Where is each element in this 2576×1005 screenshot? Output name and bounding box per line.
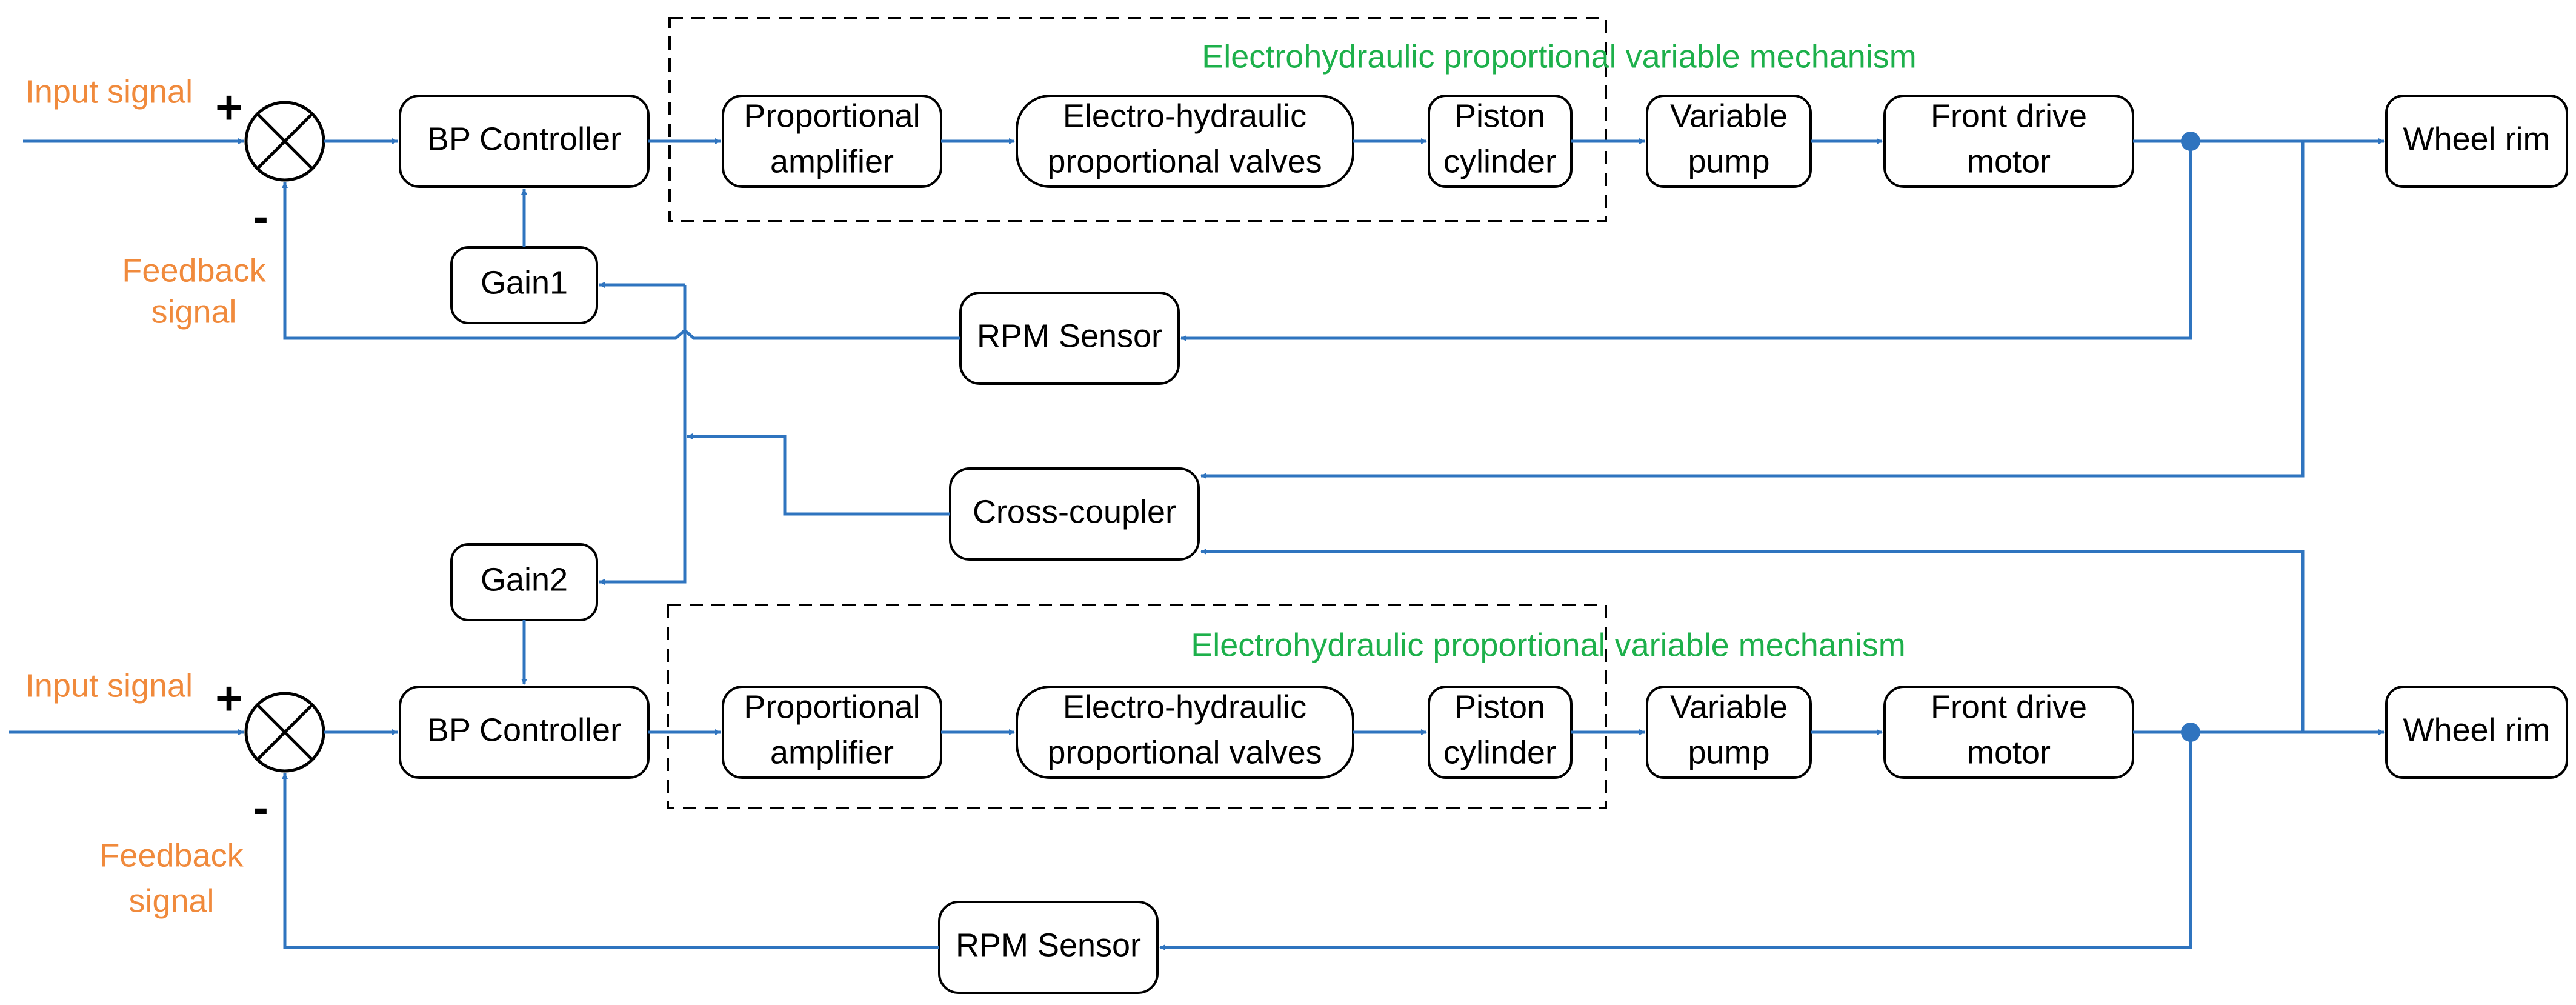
upper-feedback-label-line1: Feedback [122, 252, 266, 289]
lower-piston-cylinder-block: Piston cylinder [1428, 686, 1573, 779]
lower-valve-label-line2: proportional valves [1047, 734, 1322, 770]
upper-valves-block: Electro-hydraulic proportional valves [1016, 95, 1354, 188]
gain2-block: Gain2 [450, 543, 598, 621]
lower-motor-label-line2: motor [1967, 734, 2051, 770]
upper-loop: Electrohydraulic proportional variable m… [25, 17, 2568, 385]
lower-output-to-coupler-arrow [1200, 549, 2305, 732]
upper-wheel-rim-label: Wheel rim [2403, 121, 2550, 157]
upper-rpm-sensor-block: RPM Sensor [959, 292, 1180, 385]
upper-summing-junction [244, 101, 325, 182]
lower-proportional-amplifier-block: Proportional amplifier [722, 686, 942, 779]
upper-valve-label-line1: Electro-hydraulic [1063, 98, 1306, 134]
upper-amp-label-line2: amplifier [770, 143, 894, 179]
upper-pump-label-line2: pump [1688, 143, 1769, 179]
lower-valve-label-line1: Electro-hydraulic [1063, 689, 1306, 725]
coupler-output-arrow [687, 433, 950, 516]
upper-pump-label-line1: Variable [1670, 98, 1788, 134]
cross-coupler-label: Cross-coupler [973, 493, 1176, 530]
gain2-label: Gain2 [481, 561, 568, 598]
upper-piston-label-line2: cylinder [1443, 143, 1556, 179]
lower-input-label: Input signal [25, 667, 193, 704]
upper-feedback-label-line2: signal [151, 293, 236, 330]
lower-feedback-to-sensor-arrow [1159, 732, 2192, 950]
lower-amp-label-line2: amplifier [770, 734, 894, 770]
lower-wheel-rim-label: Wheel rim [2403, 712, 2550, 748]
lower-mechanism-frame [667, 604, 1607, 809]
lower-bp-controller-label: BP Controller [427, 712, 621, 748]
upper-piston-cylinder-block: Piston cylinder [1428, 95, 1573, 188]
lower-front-drive-motor-block: Front drive motor [1883, 686, 2134, 779]
lower-summing-junction [244, 692, 325, 773]
lower-motor-label-line1: Front drive [1931, 689, 2087, 725]
upper-plus-sign: + [215, 81, 243, 134]
lower-piston-label-line1: Piston [1454, 689, 1545, 725]
cross-coupler-block: Cross-coupler [949, 467, 1200, 561]
upper-minus-sign: - [253, 190, 268, 243]
connection-wires [9, 132, 2385, 950]
upper-mechanism-title: Electrohydraulic proportional variable m… [1202, 38, 1917, 75]
upper-sensor-to-sum-arrow [282, 182, 960, 340]
lower-valves-block: Electro-hydraulic proportional valves [1016, 686, 1354, 779]
lower-piston-label-line2: cylinder [1443, 734, 1556, 770]
upper-output-to-coupler-arrow [1200, 141, 2305, 479]
lower-amp-label-line1: Proportional [744, 689, 920, 725]
lower-minus-sign: - [253, 781, 268, 834]
upper-bp-controller-label: BP Controller [427, 121, 621, 157]
lower-rpm-sensor-block: RPM Sensor [938, 901, 1159, 994]
upper-mechanism-frame [668, 17, 1607, 222]
upper-amp-label-line1: Proportional [744, 98, 920, 134]
lower-wheel-rim-block: Wheel rim [2385, 686, 2568, 779]
upper-wheel-rim-block: Wheel rim [2385, 95, 2568, 188]
lower-bp-controller-block: BP Controller [399, 686, 650, 779]
gain1-block: Gain1 [450, 246, 598, 324]
coupler-to-gain2-arrow [599, 285, 687, 585]
upper-motor-label-line1: Front drive [1931, 98, 2087, 134]
lower-mechanism-title: Electrohydraulic proportional variable m… [1191, 627, 1906, 663]
upper-motor-label-line2: motor [1967, 143, 2051, 179]
lower-variable-pump-block: Variable pump [1646, 686, 1812, 779]
upper-feedback-to-sensor-arrow [1180, 141, 2192, 341]
upper-variable-pump-block: Variable pump [1646, 95, 1812, 188]
lower-rpm-sensor-label: RPM Sensor [956, 927, 1141, 963]
upper-piston-label-line1: Piston [1454, 98, 1545, 134]
lower-pump-label-line2: pump [1688, 734, 1769, 770]
upper-rpm-sensor-label: RPM Sensor [977, 318, 1162, 354]
lower-pump-label-line1: Variable [1670, 689, 1788, 725]
upper-valve-label-line2: proportional valves [1047, 143, 1322, 179]
upper-proportional-amplifier-block: Proportional amplifier [722, 95, 942, 188]
lower-loop: Electrohydraulic proportional variable m… [25, 543, 2568, 994]
lower-sensor-to-sum-arrow [282, 773, 939, 949]
lower-plus-sign: + [215, 672, 243, 725]
upper-bp-controller-block: BP Controller [399, 95, 650, 188]
upper-input-label: Input signal [25, 73, 193, 110]
lower-feedback-label-line1: Feedback [99, 837, 244, 873]
gain1-label: Gain1 [481, 264, 568, 301]
upper-front-drive-motor-block: Front drive motor [1883, 95, 2134, 188]
lower-feedback-label-line2: signal [128, 883, 214, 919]
